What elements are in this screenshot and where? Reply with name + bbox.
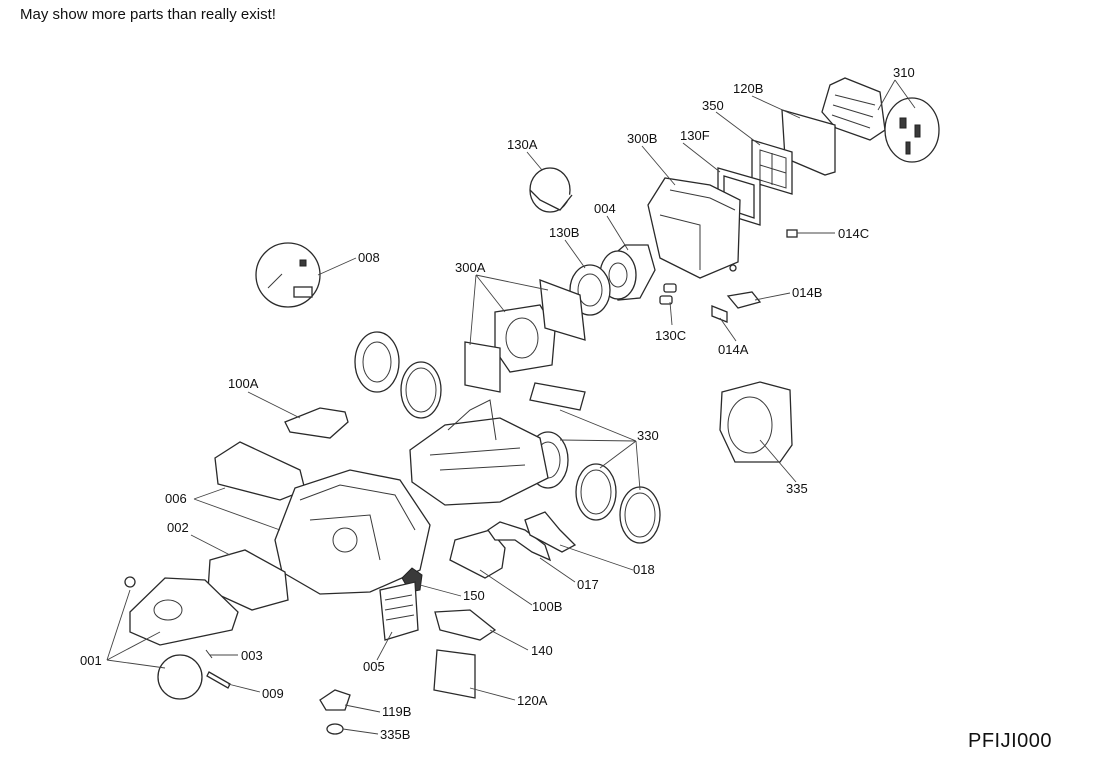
label-330: 330	[637, 428, 659, 443]
part-009-pin	[206, 671, 231, 689]
part-main-body	[274, 469, 431, 595]
part-100A-lid	[284, 407, 349, 439]
label-003: 003	[241, 648, 263, 663]
part-003-spring	[205, 649, 213, 659]
part-006-seal	[214, 441, 306, 501]
label-335: 335	[786, 481, 808, 496]
label-002: 002	[167, 520, 189, 535]
part-008-screws	[255, 242, 321, 308]
disclaimer-note: May show more parts than really exist!	[20, 6, 276, 23]
part-005-filter-frame	[379, 581, 419, 641]
label-100B: 100B	[532, 599, 562, 614]
label-017: 017	[577, 577, 599, 592]
label-006: 006	[165, 491, 187, 506]
diagram-code: PFIJI000	[968, 730, 1053, 752]
part-335-rear-plate	[719, 381, 793, 463]
part-014B-bracket	[726, 291, 762, 309]
label-004: 004	[594, 201, 616, 216]
label-130A: 130A	[507, 137, 538, 152]
label-130F: 130F	[680, 128, 710, 143]
part-chassis-middle	[409, 399, 549, 506]
label-130B: 130B	[549, 225, 579, 240]
label-335B: 335B	[380, 727, 410, 742]
label-018: 018	[633, 562, 655, 577]
label-150: 150	[463, 588, 485, 603]
part-014C-clip	[786, 229, 798, 238]
label-350: 350	[702, 98, 724, 113]
leader-lines	[106, 79, 916, 735]
label-300B: 300B	[627, 131, 657, 146]
part-140-assembly	[434, 609, 497, 641]
part-130A-foam	[529, 167, 573, 213]
part-014A-bracket	[711, 305, 728, 323]
part-018-bracket	[524, 511, 577, 553]
label-140: 140	[531, 643, 553, 658]
part-300B-housing	[647, 177, 741, 279]
label-310: 310	[893, 65, 915, 80]
part-300A-frame	[464, 279, 586, 393]
parts-drawing	[124, 77, 940, 735]
label-100A: 100A	[228, 376, 259, 391]
part-120A-pad	[433, 649, 476, 699]
part-001-plate	[124, 576, 239, 700]
label-008: 008	[358, 250, 380, 265]
part-017-handle	[487, 521, 552, 562]
label-005: 005	[363, 659, 385, 674]
part-350-filter	[751, 139, 793, 195]
label-130C: 130C	[655, 328, 686, 343]
label-120B: 120B	[733, 81, 763, 96]
label-001: 001	[80, 653, 102, 668]
part-310-rear-grille	[821, 77, 940, 163]
label-120A: 120A	[517, 693, 548, 708]
label-014B: 014B	[792, 285, 822, 300]
label-014A: 014A	[718, 342, 749, 357]
label-119B: 119B	[382, 704, 411, 719]
label-014C: 014C	[838, 226, 869, 241]
part-130C-small	[659, 283, 677, 305]
part-labels: 310 120B 350 130F 300B 130A 004 130B 014…	[80, 65, 915, 742]
part-119B-foot	[319, 689, 351, 711]
label-300A: 300A	[455, 260, 486, 275]
part-335B-cap	[326, 723, 344, 735]
label-009: 009	[262, 686, 284, 701]
